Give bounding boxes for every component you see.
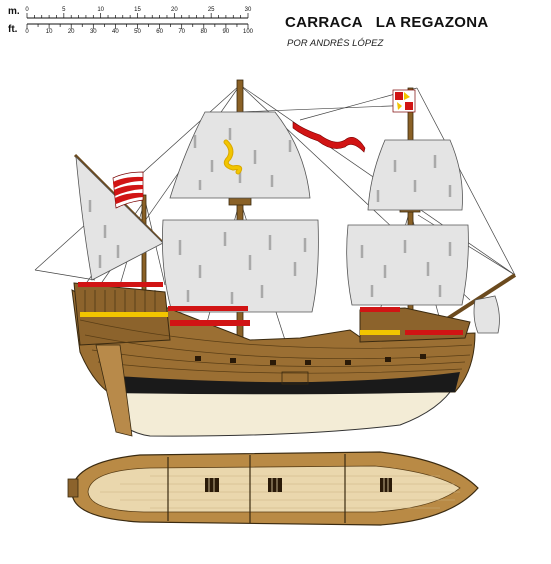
hull-profile [71,282,476,437]
scale-tick-label: 90 [223,29,230,35]
sail-shading [88,128,452,304]
scale-tick-label: 20 [68,29,75,35]
fore-topsail [367,139,463,211]
feet-scale: 0 10 20 30 40 50 60 70 80 90 100 [25,23,254,35]
scale-tick-label: 100 [243,29,254,35]
scale-tick-label: 5 [62,7,66,13]
scale-tick-label: 0 [25,29,29,35]
scale-tick-label: 10 [97,7,104,13]
meter-scale: 0 5 10 15 20 25 30 [25,7,252,19]
scale-tick-label: 0 [25,7,29,13]
scale-tick-label: 60 [156,29,163,35]
scale-tick-label: 15 [134,7,141,13]
scale-tick-label: 10 [46,29,53,35]
scale-tick-label: 40 [112,29,119,35]
flags [112,89,416,209]
hatches [205,478,392,492]
hull-body [71,289,476,393]
gunports [195,354,426,385]
sprit-sail [473,295,500,334]
main-topsail [169,111,311,199]
shield-rows [80,312,463,335]
main-top [228,197,252,206]
scale-tick-label: 25 [208,7,215,13]
scale-tick-label: 80 [200,29,207,35]
scale-tick-label: 30 [90,29,97,35]
scale-tick-label: 50 [134,29,141,35]
scale-tick-label: 70 [178,29,185,35]
sails [75,111,500,334]
lateen-sail [75,155,164,281]
deck-plan [67,451,479,526]
rudder [95,344,133,437]
drawing-author: POR ANDRÉS LÓPEZ [287,38,384,49]
scale-tick-label: 20 [171,7,178,13]
main-course [162,219,319,313]
scale-unit-feet: ft. [8,24,18,35]
scale-tick-label: 30 [245,7,252,13]
waterline-band [103,372,460,395]
scale-unit-meters: m. [8,6,20,17]
drawing-title: CARRACA LA REGAZONA [285,14,489,31]
pennant-streamer [292,121,366,153]
scale-bar: 0 5 10 15 20 25 30 0 10 20 30 40 50 60 70 80 90 100 [25,7,253,35]
stern-red-band [78,282,163,287]
mizzen-striped-flag [112,171,144,209]
fore-course [346,224,469,306]
